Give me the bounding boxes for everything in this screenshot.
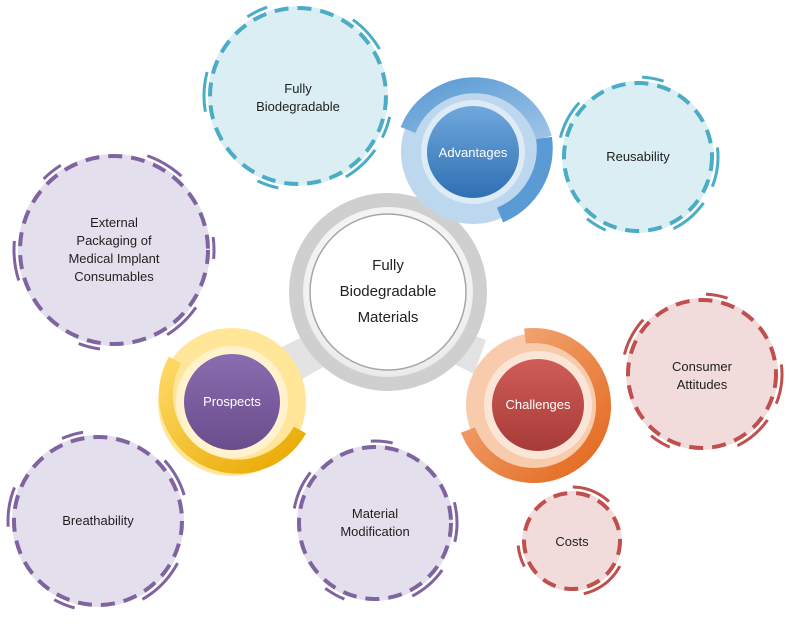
hub-label-prospects: Prospects: [203, 394, 261, 409]
hub-advantages: [400, 77, 553, 224]
leaf-label-material-modification: Material Modification: [340, 506, 410, 539]
leaf-label-breathability: Breathability: [62, 513, 134, 528]
leaf-label-reusability: Reusability: [606, 149, 670, 164]
hub-label-challenges: Challenges: [505, 397, 571, 412]
hub-challenges: [460, 327, 612, 483]
center-label: Fully Biodegradable Materials: [339, 257, 437, 326]
leaf-costs: [516, 485, 628, 597]
leaf-reusability: [556, 75, 720, 239]
leaf-material-modification: [291, 439, 459, 607]
hub-label-advantages: Advantages: [438, 145, 508, 160]
leaf-label-fully-biodegradable: Fully Biodegradable: [256, 81, 340, 114]
leaf-label-external-packaging: External Packaging of Medical Implant Co…: [68, 215, 160, 284]
hub-prospects: [158, 328, 307, 476]
center-node: [289, 193, 487, 391]
leaf-consumer-attitudes: [620, 292, 784, 456]
leaf-label-consumer-attitudes: Consumer Attitudes: [672, 359, 732, 392]
leaf-label-costs: Costs: [555, 534, 589, 549]
leaf-breathability: [6, 429, 190, 613]
